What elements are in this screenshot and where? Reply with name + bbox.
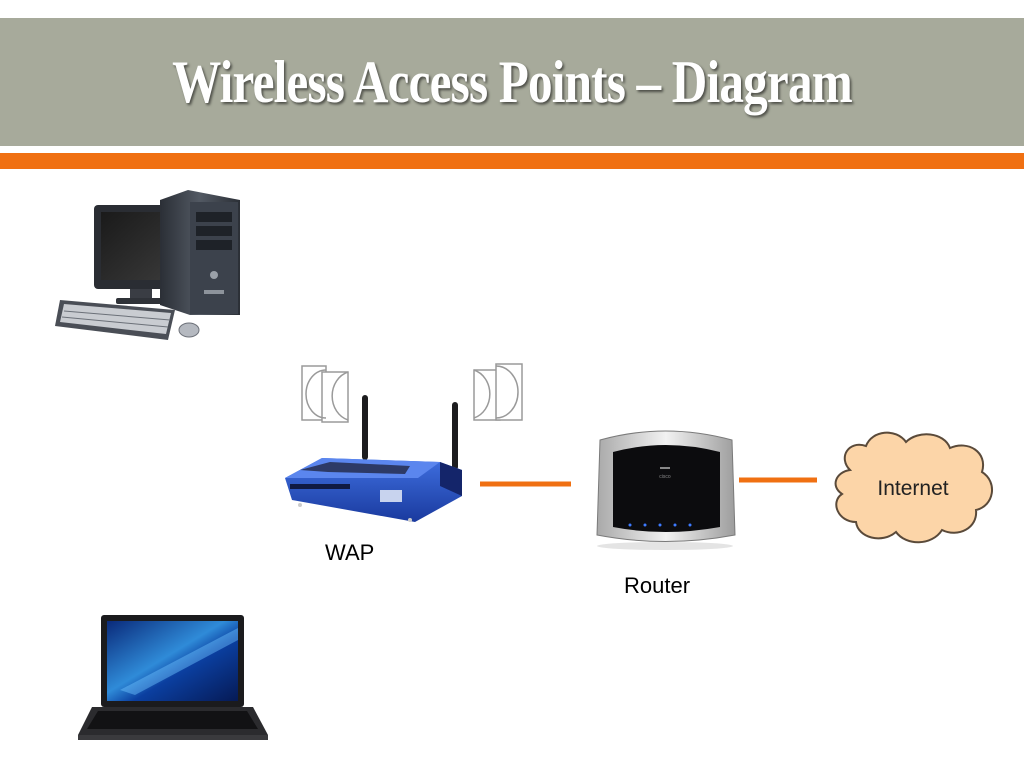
wireless-signal-icon: [301, 365, 349, 423]
router-label: Router: [624, 573, 691, 598]
cloud-icon: Internet: [834, 431, 993, 544]
accent-bar: [0, 153, 1024, 169]
router-icon: cisco: [596, 430, 736, 550]
wap-label: WAP: [325, 540, 375, 565]
wireless-signal-icon-2: [473, 363, 523, 421]
laptop-icon: [78, 615, 268, 740]
slide-title: Wireless Access Points – Diagram: [172, 49, 853, 115]
wireless-router-icon: [285, 395, 462, 522]
svg-text:cisco: cisco: [659, 474, 671, 480]
title-band: [0, 18, 1024, 146]
internet-label: Internet: [877, 477, 948, 500]
desktop-computer-icon: [55, 190, 240, 340]
